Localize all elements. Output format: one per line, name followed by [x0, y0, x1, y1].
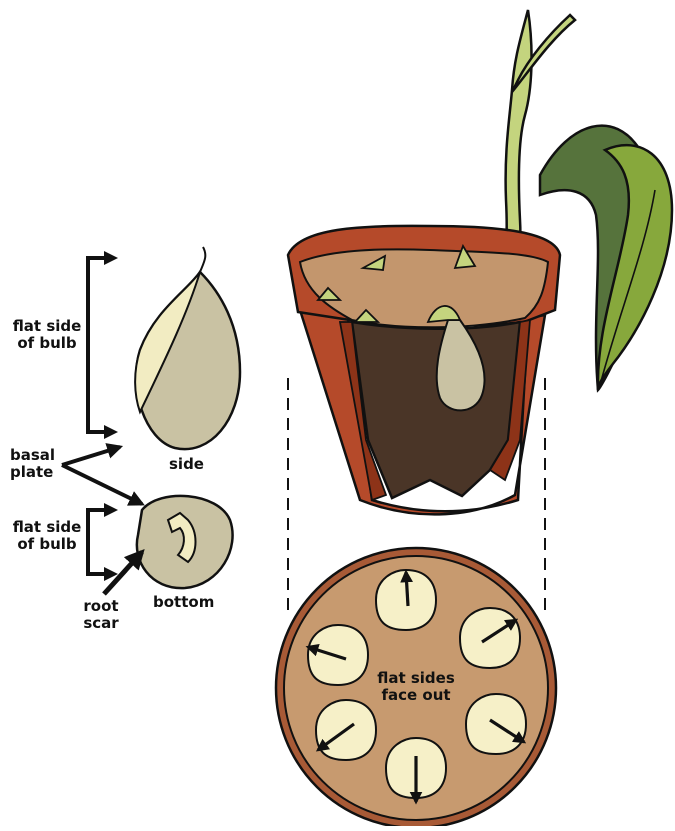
- label-side: side: [169, 456, 204, 473]
- bulb-bottom-view: [137, 496, 233, 588]
- plan-bulb-5: [316, 700, 376, 760]
- plan-bulb-4: [386, 738, 446, 802]
- label-flat-side-top-line1: flat side: [6, 318, 88, 335]
- bulb-tip: [200, 247, 205, 272]
- label-flat-side-bottom-line2: of bulb: [6, 536, 88, 553]
- label-basal-plate-line1: basal: [10, 447, 55, 464]
- plan-bulb-3: [466, 694, 526, 754]
- label-flat-sides-face-out: flat sides face out: [366, 670, 466, 704]
- label-basal-plate-line2: plate: [10, 464, 55, 481]
- flower-pot: [288, 226, 560, 515]
- label-flat-side-top-line2: of bulb: [6, 335, 88, 352]
- label-basal-plate: basal plate: [10, 447, 55, 481]
- plan-bulb-6: [308, 625, 368, 685]
- label-root-scar-line1: root: [76, 598, 126, 615]
- label-root-scar-line2: scar: [76, 615, 126, 632]
- label-bottom: bottom: [153, 594, 214, 611]
- label-flat-side-of-bulb-bottom: flat side of bulb: [6, 519, 88, 553]
- flat-side-bracket-bottom: [88, 503, 118, 581]
- label-flat-side-bottom-line1: flat side: [6, 519, 88, 536]
- plan-bulb-2: [460, 608, 520, 668]
- label-flat-sides-line2: face out: [366, 687, 466, 704]
- label-flat-sides-line1: flat sides: [366, 670, 466, 687]
- basal-plate-arrows: [62, 447, 142, 504]
- flat-side-bracket-top: [88, 251, 118, 439]
- label-root-scar: root scar: [76, 598, 126, 632]
- plan-bulb-1: [376, 570, 436, 630]
- bulb-side-view: [135, 247, 240, 449]
- label-flat-side-of-bulb-top: flat side of bulb: [6, 318, 88, 352]
